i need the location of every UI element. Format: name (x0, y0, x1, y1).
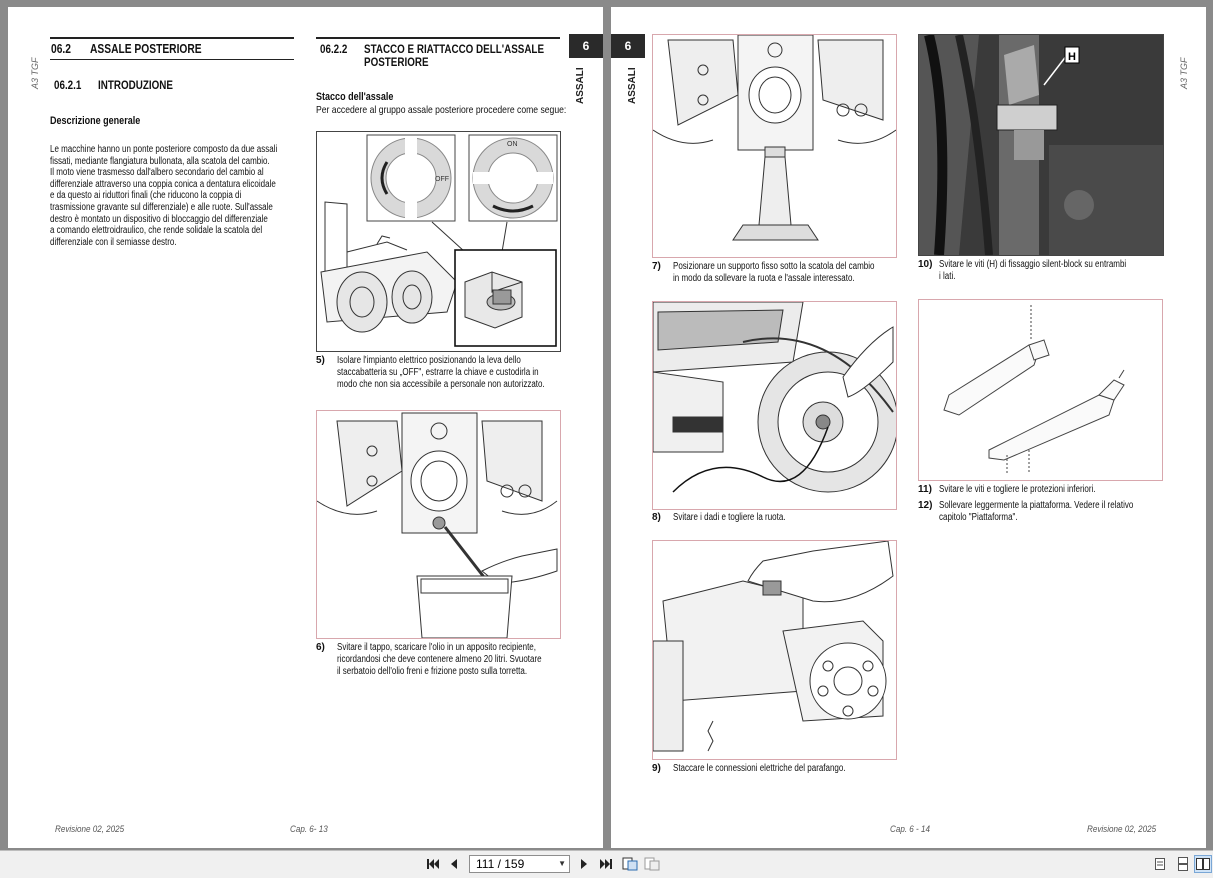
text-line: differenziale attraverso una coppia coni… (50, 178, 276, 190)
text-line: Svitare le viti (H) di fissaggio silent-… (939, 259, 1127, 270)
prev-page-icon[interactable] (445, 855, 463, 873)
footer-page-number: Cap. 6- 13 (290, 824, 328, 835)
text-line: e da questo ai riduttori finali (che rid… (50, 190, 242, 202)
section-rule-bottom (50, 59, 294, 60)
figure-battery-isolator: OFF ON (316, 131, 561, 352)
text-line: Staccare le connessioni elettriche del p… (673, 763, 846, 774)
text-line: staccabatteria su „OFF", estrarre la chi… (337, 366, 539, 378)
figure-silent-block-photo: H (918, 34, 1164, 256)
section-rule-top (50, 37, 294, 39)
first-page-icon[interactable] (424, 855, 442, 873)
text-line: differenziale con il semiasse destro. (50, 236, 177, 248)
step-8-number: 8) (652, 512, 661, 523)
h-callout-label: H (1068, 51, 1076, 63)
right-page: 6 ASSALI A3 TGF 7) (611, 7, 1206, 848)
stacco-heading: Stacco dell'assale (316, 91, 394, 103)
text-line: Il moto viene trasmesso dall'albero seco… (50, 167, 264, 179)
step-6-number: 6) (316, 642, 325, 653)
step-10-number: 10) (918, 259, 933, 270)
jack-stand-illustration (653, 35, 896, 241)
figure-jack-stand (652, 34, 897, 258)
text-line: destro è montato un dispositivo di blocc… (50, 213, 268, 225)
text-line: Svitare le viti e togliere le protezioni… (939, 484, 1096, 495)
section-title: ASSALE POSTERIORE (90, 42, 202, 56)
subsection2-title-line1: STACCO E RIATTACCO DELL'ASSALE (364, 42, 545, 56)
chevron-down-icon: ▼ (558, 859, 566, 868)
text-line: trasmissione gravante sul differenziale)… (50, 201, 273, 213)
rotate-icon[interactable] (643, 855, 661, 873)
text-line: Posizionare un supporto fisso sotto la s… (673, 261, 875, 272)
text-line: fissati, mediante flangiatura bullonata,… (50, 155, 270, 167)
single-page-view-icon[interactable] (1151, 855, 1169, 873)
fender-connectors-illustration (653, 541, 894, 752)
text-line: Le macchine hanno un ponte posteriore co… (50, 144, 278, 155)
last-page-icon[interactable] (597, 855, 615, 873)
text-line: ricordandosi che deve contenere almeno 2… (337, 653, 542, 665)
chapter-tab-number: 6 (611, 34, 645, 58)
step-7-number: 7) (652, 261, 661, 272)
two-page-view-icon[interactable] (1194, 855, 1212, 873)
text-line: Isolare l'impianto elettrico posizionand… (337, 355, 521, 366)
silent-block-photo: H (919, 35, 1163, 255)
side-model-label: A3 TGF (1179, 57, 1189, 89)
side-model-label: A3 TGF (30, 57, 40, 89)
figure-fender-connectors (652, 540, 897, 760)
page-indicator: 111 / 159 (476, 857, 525, 871)
text-line: Sollevare leggermente la piattaforma. Ve… (939, 500, 1134, 511)
continuous-view-icon[interactable] (1174, 855, 1192, 873)
figure-lower-protections (918, 299, 1163, 481)
subsection2-title-line2: POSTERIORE (364, 55, 429, 69)
text-line: a comando elettroidraulico, che rende so… (50, 225, 263, 237)
off-label: OFF (435, 176, 449, 183)
wheel-removal-illustration (653, 302, 896, 493)
subsection-number: 06.2.1 (54, 78, 82, 92)
stacco-intro: Per accedere al gruppo assale posteriore… (316, 104, 567, 116)
general-description-heading: Descrizione generale (50, 115, 141, 127)
chapter-tab-number: 6 (569, 34, 603, 58)
subsection2-rule-top (316, 37, 560, 39)
text-line: capitolo "Piattaforma". (939, 511, 1018, 523)
chapter-tab-label: ASSALI (575, 67, 586, 104)
subsection2-number: 06.2.2 (320, 42, 348, 56)
chapter-tab-label: ASSALI (627, 67, 638, 104)
text-line: Svitare i dadi e togliere la ruota. (673, 512, 786, 523)
fit-page-icon[interactable] (621, 855, 639, 873)
page-number-select[interactable]: 111 / 159 ▼ (469, 855, 570, 873)
footer-revision: Revisione 02, 2025 (1087, 824, 1157, 835)
text-line: modo che non sia accessibile a personale… (337, 378, 545, 390)
footer-page-number: Cap. 6 - 14 (890, 824, 930, 835)
next-page-icon[interactable] (575, 855, 593, 873)
step-11-number: 11) (918, 484, 932, 495)
figure-oil-drain (316, 410, 561, 639)
step-12-number: 12) (918, 500, 933, 511)
text-line: Svitare il tappo, scaricare l'olio in un… (337, 642, 536, 653)
section-number: 06.2 (51, 42, 71, 56)
figure-wheel-removal (652, 301, 897, 510)
viewer-toolbar: 111 / 159 ▼ (0, 850, 1213, 878)
general-description-text: Le macchine hanno un ponte posteriore co… (50, 144, 294, 248)
lower-protections-illustration (943, 305, 1125, 475)
subsection-title: INTRODUZIONE (98, 78, 173, 92)
footer-revision: Revisione 02, 2025 (55, 824, 125, 835)
oil-drain-illustration (317, 412, 558, 638)
text-line: i lati. (939, 270, 956, 282)
battery-isolator-illustration: OFF ON (320, 134, 558, 347)
on-label: ON (507, 141, 518, 148)
step-5-number: 5) (316, 355, 325, 366)
left-page: A3 TGF 06.2 ASSALE POSTERIORE 06.2.1 INT… (8, 7, 603, 848)
step-9-number: 9) (652, 763, 661, 774)
text-line: il serbatoio dell'olio freni e frizione … (337, 665, 528, 677)
text-line: in modo da sollevare la ruota e l'assale… (673, 272, 855, 284)
